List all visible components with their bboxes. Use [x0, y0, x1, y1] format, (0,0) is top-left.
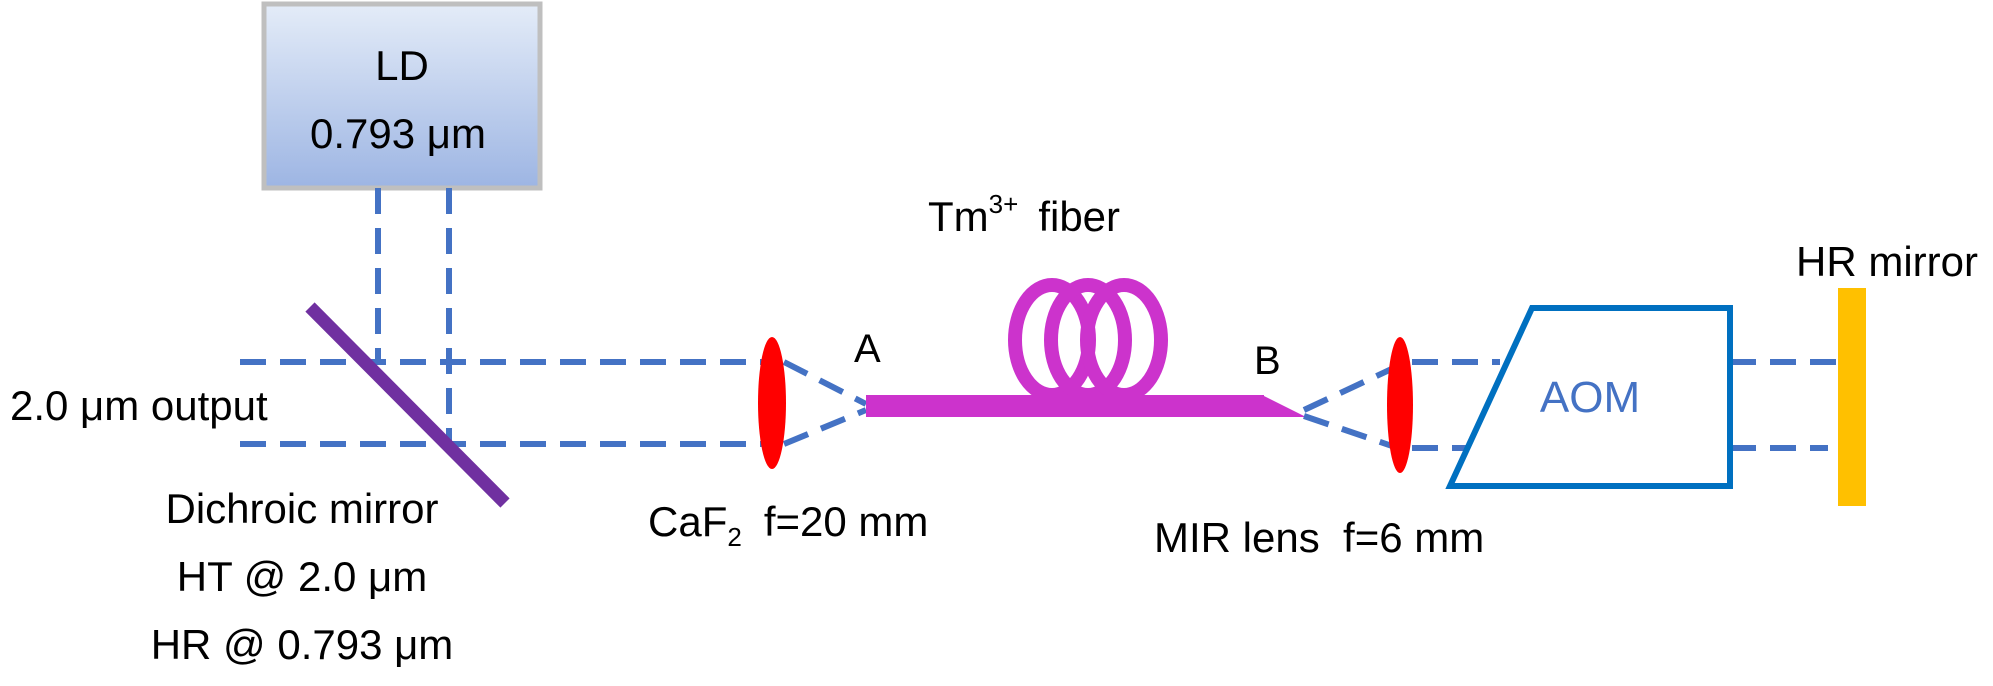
hr-mirror: [1838, 288, 1866, 506]
tm-fiber: [866, 395, 1264, 417]
pump-beams: [375, 188, 452, 444]
point-a-label: A: [854, 327, 881, 371]
output-beams: [240, 359, 770, 447]
hr-mirror-label: HR mirror: [1796, 238, 1978, 285]
focus-beams-a: [782, 359, 868, 447]
dichroic-hr-label: HR @ 0.793 μm: [151, 621, 454, 668]
fiber-angled-end: [1262, 395, 1306, 417]
dichroic-ht-label: HT @ 2.0 μm: [177, 553, 427, 600]
ld-wavelength-label: 0.793 μm: [310, 110, 486, 157]
caf2-lens: [758, 337, 786, 469]
output-label: 2.0 μm output: [10, 382, 268, 429]
aom-modulator: [1445, 305, 1733, 489]
point-b-label: B: [1254, 339, 1281, 383]
aom-label: AOM: [1540, 373, 1640, 422]
mir-lens-label: MIR lens f=6 mm: [1154, 514, 1484, 561]
cavity-beams: [1412, 359, 1838, 451]
ld-name-label: LD: [375, 42, 429, 89]
laser-diode-box: [261, 1, 543, 191]
dichroic-title-label: Dichroic mirror: [166, 485, 439, 532]
mir-lens: [1387, 337, 1413, 473]
collimation-beams-b: [1302, 363, 1400, 451]
fiber-coils: [1008, 278, 1168, 402]
fiber-label: Tm3+fiber: [928, 189, 1120, 240]
dichroic-mirror: [305, 302, 510, 508]
